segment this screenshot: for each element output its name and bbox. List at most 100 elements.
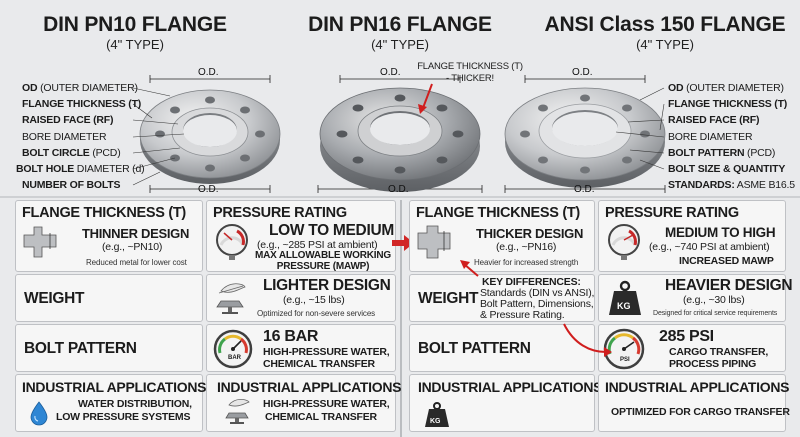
left-label: NUMBER OF BOLTS: [22, 179, 121, 191]
right-bolt-gauge-text: PSI: [620, 357, 630, 363]
left-bolt-value: 16 BAR: [263, 328, 319, 345]
header-pn16-title: DIN PN16 FLANGE: [308, 13, 492, 36]
left-weight-cell: WEIGHT: [15, 274, 203, 322]
right-weight-example: (e.g., ~30 lbs): [683, 294, 745, 306]
od-label: O.D.: [574, 184, 595, 195]
left-label: BOLT CIRCLE (PCD): [22, 147, 121, 159]
left-thickness-note: Reduced metal for lower cost: [86, 258, 187, 267]
right-thickness-design: THICKER DESIGN: [476, 226, 584, 241]
left-bolt-detail-cell: BAR 16 BAR HIGH-PRESSURE WATER, CHEMICAL…: [206, 324, 396, 372]
right-bolt-value: 285 PSI: [659, 328, 714, 345]
right-apps-kg: KG: [430, 418, 441, 425]
right-label: BOLT SIZE & QUANTITY: [668, 163, 786, 175]
right-label: BORE DIAMETER: [668, 131, 753, 143]
od-label: O.D.: [572, 67, 593, 78]
right-label: OD (OUTER DIAMETER): [668, 82, 784, 94]
left-weight-example: (e.g., ~15 lbs): [283, 294, 345, 306]
right-bolt-cell: BOLT PATTERN: [409, 324, 595, 372]
right-apps-cell: INDUSTRIAL APPLICATIONS: [409, 374, 602, 432]
header-ansi-subtitle: (4" TYPE): [636, 37, 694, 52]
left-bolt-line1: HIGH-PRESSURE WATER,: [263, 346, 390, 358]
right-apps-right-cell: INDUSTRIAL APPLICATIONS OPTIMIZED FOR CA…: [598, 374, 790, 432]
right-bolt-line2: PROCESS PIPING: [669, 358, 757, 370]
left-pressure-max: MAX ALLOWABLE WORKING PRESSURE (MAWP): [255, 250, 391, 272]
right-pressure-note: INCREASED MAWP: [679, 255, 774, 267]
left-pressure-level: LOW TO MEDIUM: [269, 222, 394, 239]
pn16-thickness-callout: FLANGE THICKNESS (T) - THICKER!: [417, 61, 523, 84]
kg-weight-icon: [609, 280, 641, 315]
left-apps-right-cell: INDUSTRIAL APPLICATIONS HIGH-PRESSURE WA…: [206, 374, 401, 432]
callout-arrow-icon: [563, 323, 612, 357]
right-key-line: Bolt Pattern, Dimensions,: [480, 298, 594, 310]
left-label: BORE DIAMETER: [22, 131, 107, 143]
left-pressure-detail: (e.g., ~285 PSI at ambient): [257, 239, 378, 251]
section-profile-icon: [23, 226, 57, 258]
right-weight-cell: WEIGHT KEY DIFFERENCES: Standards (DIN v…: [409, 274, 595, 322]
left-weight-design: LIGHTER DESIGN: [263, 277, 391, 294]
left-apps-right-title: INDUSTRIAL APPLICATIONS: [217, 379, 402, 395]
left-weight-note: Optimized for non-severe services: [257, 309, 376, 318]
left-apps-right-line1: HIGH-PRESSURE WATER,: [263, 398, 390, 410]
right-weight-kg: KG: [617, 301, 631, 311]
feather-scale-icon: [225, 398, 250, 424]
left-thickness-design: THINNER DESIGN: [82, 226, 190, 241]
header-ansi-title: ANSI Class 150 FLANGE: [544, 13, 786, 36]
header-pn10-subtitle: (4" TYPE): [106, 37, 164, 52]
right-pressure-detail: (e.g., ~740 PSI at ambient): [649, 241, 770, 253]
right-label: STANDARDS: ASME B16.5: [668, 179, 795, 191]
right-pressure-title: PRESSURE RATING: [605, 205, 739, 221]
header-pn16-subtitle: (4" TYPE): [371, 37, 429, 52]
od-label: O.D.: [198, 67, 219, 78]
right-pressure-level: MEDIUM TO HIGH: [665, 225, 776, 240]
right-thickness-example: (e.g., ~PN16): [496, 241, 557, 253]
left-weight-detail-cell: LIGHTER DESIGN (e.g., ~15 lbs) Optimized…: [206, 274, 396, 322]
right-label: FLANGE THICKNESS (T): [668, 98, 788, 110]
right-weight-note: Designed for critical service requiremen…: [653, 310, 778, 317]
left-weight-title: WEIGHT: [24, 290, 85, 307]
right-weight-title: WEIGHT: [418, 290, 479, 307]
right-label: BOLT PATTERN (PCD): [668, 147, 776, 159]
left-apps-right-line2: CHEMICAL TRANSFER: [265, 411, 377, 423]
right-key-line: & Pressure Rating.: [480, 309, 565, 321]
od-label: O.D.: [380, 67, 401, 78]
od-label: O.D.: [388, 184, 409, 195]
bar-gauge-icon: [213, 329, 253, 369]
left-thickness-title: FLANGE THICKNESS (T): [22, 205, 186, 221]
left-label: RAISED FACE (RF): [22, 114, 114, 126]
flange-ansi: [504, 87, 666, 188]
right-thickness-cell: FLANGE THICKNESS (T) THICKER DESIGN (e.g…: [409, 200, 595, 272]
callout-arrow-icon: [460, 260, 479, 277]
pressure-gauge-icon: [608, 224, 640, 260]
kg-weight-icon: [425, 402, 449, 427]
feather-scale-icon: [216, 283, 246, 314]
psi-gauge-icon: [603, 328, 645, 370]
right-thickness-title: FLANGE THICKNESS (T): [416, 205, 580, 221]
section-profile-icon: [417, 225, 451, 259]
right-bolt-detail-cell: PSI 285 PSI CARGO TRANSFER, PROCESS PIPI…: [598, 324, 786, 372]
right-apps-right-title: INDUSTRIAL APPLICATIONS: [605, 379, 790, 395]
right-thickness-note: Heavier for increased strength: [474, 258, 579, 267]
left-pressure-cell: PRESSURE RATING LOW TO MEDIUM (e.g., ~28…: [206, 200, 396, 272]
right-weight-design: HEAVIER DESIGN: [665, 277, 793, 294]
left-thickness-example: (e.g., ~PN10): [102, 241, 163, 253]
right-bolt-line1: CARGO TRANSFER,: [669, 346, 769, 358]
left-apps-line2: LOW PRESSURE SYSTEMS: [56, 411, 191, 423]
left-thickness-cell: FLANGE THICKNESS (T) THINNER DESIGN (e.g…: [15, 200, 203, 272]
right-pressure-cell: PRESSURE RATING MEDIUM TO HIGH (e.g., ~7…: [598, 200, 786, 272]
left-label: FLANGE THICKNESS (T): [22, 98, 142, 110]
left-bolt-cell: BOLT PATTERN: [15, 324, 203, 372]
left-apps-line1: WATER DISTRIBUTION,: [78, 398, 192, 410]
flange-pn10: [139, 89, 281, 184]
od-label: O.D.: [198, 184, 219, 195]
left-apps-cell: INDUSTRIAL APPLICATIONS WATER DISTRIBUTI…: [15, 374, 207, 432]
right-apps-title: INDUSTRIAL APPLICATIONS: [418, 379, 603, 395]
left-apps-title: INDUSTRIAL APPLICATIONS: [22, 379, 207, 395]
left-bolt-line2: CHEMICAL TRANSFER: [263, 358, 375, 370]
right-bolt-title: BOLT PATTERN: [418, 340, 531, 357]
flange-pn16: [319, 83, 481, 192]
right-apps-right-line1: OPTIMIZED FOR CARGO TRANSFER: [611, 406, 790, 418]
left-bolt-title: BOLT PATTERN: [24, 340, 137, 357]
water-drop-icon: [30, 401, 48, 426]
pressure-gauge-icon: [216, 224, 248, 260]
